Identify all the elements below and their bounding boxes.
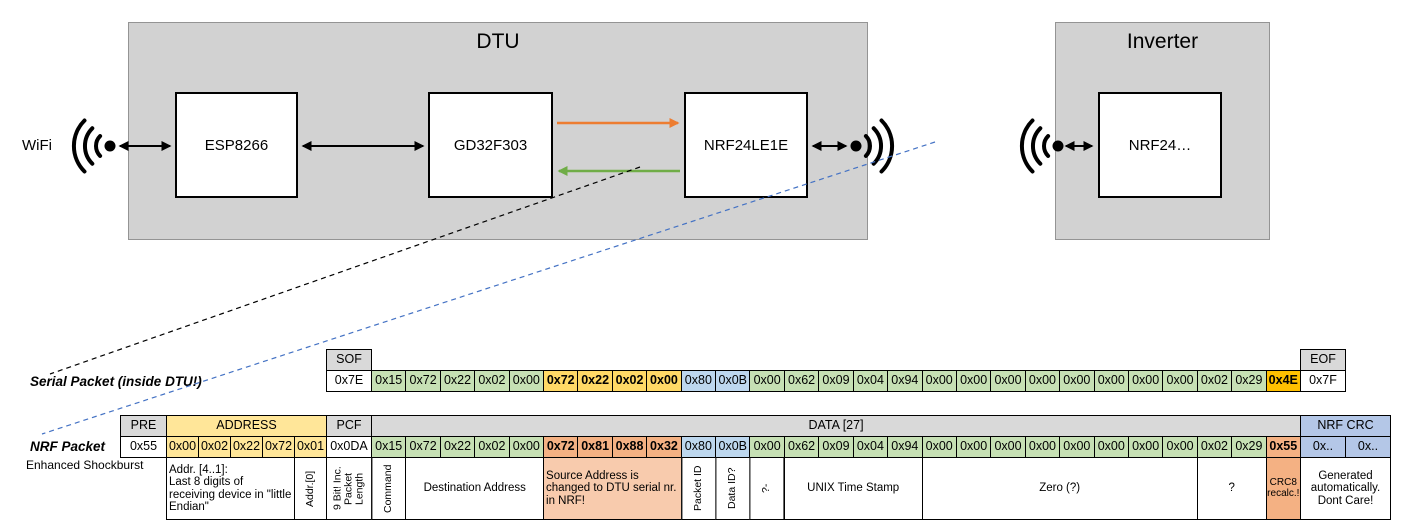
nrf-header-cell: ADDRESS [166, 415, 327, 437]
annotation-cell: Addr.[0] [294, 457, 327, 520]
annotation-cell: UNIX Time Stamp [783, 457, 923, 520]
serial-byte-cell: 0x00 [646, 370, 682, 392]
gd32f303-box: GD32F303 [428, 92, 553, 198]
nrf-byte-cell: 0x29 [1231, 436, 1267, 458]
nrf-byte-cell: 0x00 [990, 436, 1026, 458]
wifi-label: WiFi [22, 137, 52, 154]
serial-byte-cell: 0x00 [1024, 370, 1061, 392]
nrf-packet-label: NRF Packet [30, 439, 106, 454]
serial-byte-cell: 0x00 [955, 370, 992, 392]
wifi-icon [71, 118, 116, 174]
serial-byte-cell: 0x09 [818, 370, 854, 392]
nrf-byte-cell: 0x02 [198, 436, 231, 458]
serial-byte-cell: 0x00 [1162, 370, 1198, 392]
serial-byte-cell: 0x72 [405, 370, 441, 392]
serial-byte-cell: 0x00 [1127, 370, 1164, 392]
nrf-byte-cell: 0x22 [439, 436, 476, 458]
enhanced-shockburst-label: Enhanced Shockburst [26, 458, 144, 472]
serial-byte-cell: 0x7E [326, 370, 372, 392]
annotation-cell: Zero (?) [921, 457, 1198, 520]
serial-byte-cell: 0x7F [1300, 370, 1346, 392]
nrf-byte-cell: 0x55 [120, 436, 167, 458]
serial-byte-cell: 0x02 [474, 370, 510, 392]
nrf-header-cell: PCF [326, 415, 372, 437]
nrf-byte-cell: 0x32 [646, 436, 682, 458]
nrf-byte-cell: 0x00 [955, 436, 992, 458]
nrf-byte-cell: 0x72 [543, 436, 579, 458]
serial-byte-cell: 0x22 [577, 370, 613, 392]
nrf-byte-cell: 0x00 [1162, 436, 1198, 458]
nrf-byte-cell: 0x.. [1345, 436, 1391, 458]
annotation-cell: Source Address is changed to DTU serial … [543, 457, 682, 520]
nrf-byte-cell: 0x0DA [326, 436, 372, 458]
nrf24-inverter-box: NRF24… [1098, 92, 1222, 198]
annotation-cell: CRC8 recalc.! [1265, 457, 1301, 520]
serial-packet-label: Serial Packet (inside DTU!) [30, 374, 202, 389]
serial-byte-cell: 0x94 [887, 370, 923, 392]
serial-byte-cell: 0x15 [371, 370, 407, 392]
nrf-byte-cell: 0x00 [508, 436, 545, 458]
serial-byte-cell: 0x22 [439, 370, 476, 392]
eof-header-cell: EOF [1300, 349, 1346, 371]
serial-byte-cell: 0x00 [508, 370, 545, 392]
nrf-byte-cell: 0x80 [680, 436, 717, 458]
annotation-cell: Packet ID [680, 457, 717, 520]
serial-byte-cell: 0x02 [1196, 370, 1233, 392]
nrf-byte-cell: 0x02 [474, 436, 510, 458]
annotation-cell: Data ID? [715, 457, 751, 520]
serial-byte-cell: 0x72 [543, 370, 579, 392]
annotation-cell: Destination Address [405, 457, 545, 520]
serial-byte-cell: 0x0B [715, 370, 751, 392]
nrf-byte-cell: 0x15 [371, 436, 407, 458]
serial-byte-cell: 0x00 [1093, 370, 1129, 392]
nrf-byte-cell: 0x72 [262, 436, 295, 458]
nrf-byte-cell: 0x00 [166, 436, 199, 458]
annotation-cell: Addr. [4..1]: Last 8 digits of receiving… [166, 457, 295, 520]
serial-byte-cell: 0x62 [783, 370, 820, 392]
serial-byte-cell: 0x00 [749, 370, 785, 392]
nrf-byte-cell: 0x02 [1196, 436, 1233, 458]
nrf-byte-cell: 0x04 [852, 436, 889, 458]
annotation-cell: 9 Bit! Inc. Packet Length [326, 457, 372, 520]
nrf-byte-cell: 0x09 [818, 436, 854, 458]
nrf-byte-cell: 0x01 [294, 436, 327, 458]
nrf-header-cell: PRE [120, 415, 167, 437]
serial-byte-cell: 0x80 [680, 370, 717, 392]
nrf-byte-cell: 0x88 [611, 436, 648, 458]
nrf-byte-cell: 0x94 [887, 436, 923, 458]
nrf24le1e-box: NRF24LE1E [684, 92, 808, 198]
serial-byte-cell: 0x00 [990, 370, 1026, 392]
nrf-byte-cell: 0x55 [1265, 436, 1301, 458]
nrf-byte-cell: 0x72 [405, 436, 441, 458]
serial-byte-cell: 0x04 [852, 370, 889, 392]
nrf-byte-cell: 0x.. [1300, 436, 1346, 458]
nrf-byte-cell: 0x00 [1059, 436, 1095, 458]
nrf-byte-cell: 0x00 [749, 436, 785, 458]
annotation-cell: ?- [749, 457, 785, 520]
serial-byte-cell: 0x02 [611, 370, 648, 392]
dtu-title: DTU [476, 30, 520, 53]
serial-byte-cell: 0x00 [921, 370, 957, 392]
nrf-byte-cell: 0x00 [1024, 436, 1061, 458]
annotation-cell: Generated automatically. Dont Care! [1300, 457, 1391, 520]
nrf-byte-cell: 0x62 [783, 436, 820, 458]
nrf-byte-cell: 0x22 [230, 436, 263, 458]
serial-byte-cell: 0x29 [1231, 370, 1267, 392]
nrf-byte-cell: 0x00 [1127, 436, 1164, 458]
esp8266-box: ESP8266 [175, 92, 298, 198]
nrf-byte-cell: 0x00 [921, 436, 957, 458]
inverter-title: Inverter [1126, 30, 1199, 53]
serial-byte-cell: 0x4E [1265, 370, 1301, 392]
annotation-cell: Command [371, 457, 407, 520]
sof-header-cell: SOF [326, 349, 372, 371]
nrf-header-cell: NRF CRC [1300, 415, 1391, 437]
nrf-byte-cell: 0x81 [577, 436, 613, 458]
nrf-byte-cell: 0x00 [1093, 436, 1129, 458]
annotation-cell: ? [1196, 457, 1267, 520]
nrf-header-cell: DATA [27] [371, 415, 1301, 437]
nrf-byte-cell: 0x0B [715, 436, 751, 458]
serial-byte-cell: 0x00 [1059, 370, 1095, 392]
